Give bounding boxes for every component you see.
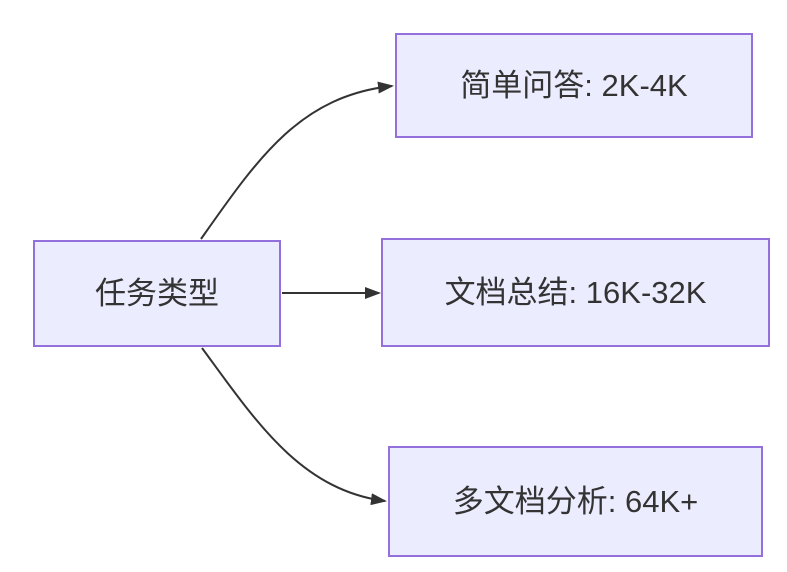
- node-doc-summary: 文档总结: 16K-32K: [381, 238, 770, 347]
- node-multi-doc-analysis-label: 多文档分析: 64K+: [452, 483, 699, 519]
- node-task-type-label: 任务类型: [95, 275, 219, 311]
- edge-root-to-child3: [201, 347, 387, 506]
- node-multi-doc-analysis: 多文档分析: 64K+: [388, 446, 763, 557]
- node-simple-qa-label: 简单问答: 2K-4K: [460, 67, 688, 103]
- node-doc-summary-label: 文档总结: 16K-32K: [444, 274, 707, 310]
- edge-root-to-child1: [200, 81, 394, 240]
- node-simple-qa: 简单问答: 2K-4K: [395, 33, 753, 138]
- node-task-type: 任务类型: [33, 240, 281, 347]
